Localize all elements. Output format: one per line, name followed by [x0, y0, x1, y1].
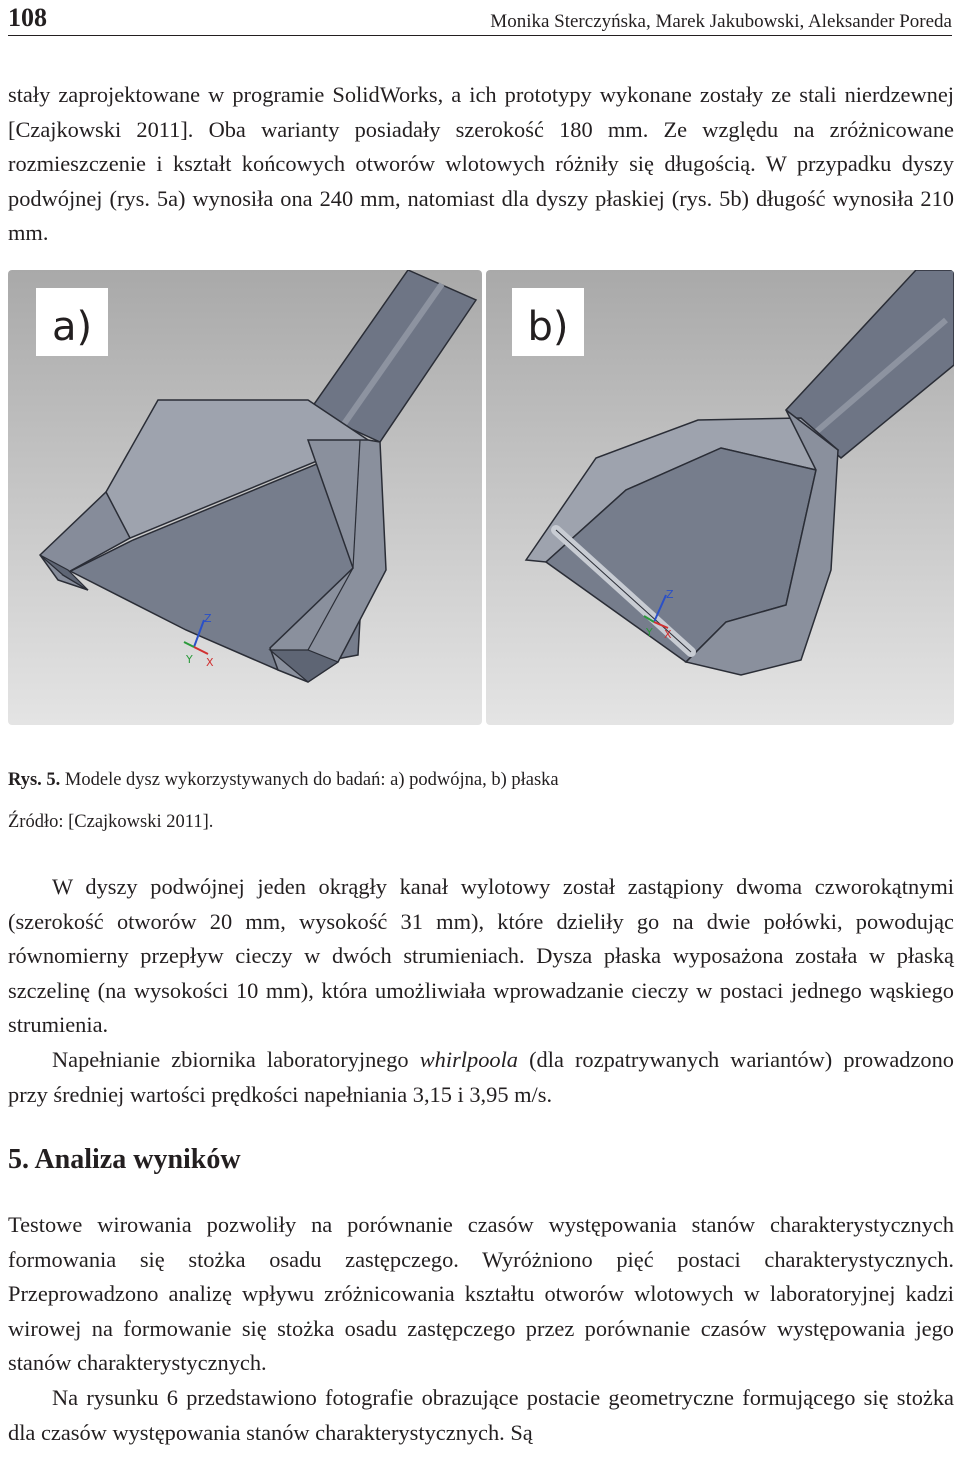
term-whirlpoola: whirlpoola: [419, 1046, 519, 1072]
figure-caption-text: Modele dysz wykorzystywanych do badań: a…: [60, 770, 559, 790]
paragraph-filling: Napełnianie zbiornika laboratoryjnego wh…: [8, 1046, 954, 1107]
paragraph-results-2: Na rysunku 6 przedstawiono fotografie ob…: [8, 1384, 954, 1445]
figure-5: a) Z Y X: [8, 270, 954, 725]
figure-source: Źródło: [Czajkowski 2011].: [8, 812, 214, 832]
page-header: 108 Monika Sterczyńska, Marek Jakubowski…: [8, 0, 952, 36]
panel-a-label-box: [36, 288, 108, 356]
axis-triad-a: Z Y X: [183, 612, 214, 669]
svg-text:X: X: [206, 656, 214, 669]
figure-caption-label: Rys. 5.: [8, 770, 61, 790]
nozzle-flat-drawing: b) Z Y X: [486, 270, 954, 725]
panel-b-label: b): [528, 304, 569, 350]
svg-text:Z: Z: [666, 588, 674, 601]
panel-b-label-box: [512, 288, 584, 356]
intro-paragraph: stały zaprojektowane w programie SolidWo…: [8, 82, 954, 246]
running-head-authors: Monika Sterczyńska, Marek Jakubowski, Al…: [490, 11, 952, 32]
figure-caption: Rys. 5. Modele dysz wykorzystywanych do …: [8, 768, 559, 792]
body-text-nozzles: W dyszy podwójnej jeden okrągły kanał wy…: [8, 870, 954, 1112]
nozzle-double-drawing: a) Z Y X: [8, 270, 482, 725]
svg-text:Z: Z: [204, 612, 212, 625]
figure-panel-a: a) Z Y X: [8, 270, 482, 725]
paragraph-nozzle-description: W dyszy podwójnej jeden okrągły kanał wy…: [8, 874, 954, 1038]
svg-text:Y: Y: [645, 626, 653, 639]
figure-panel-b: b) Z Y X: [486, 270, 954, 725]
body-text-results: Testowe wirowania pozwoliły na porównani…: [8, 1208, 954, 1450]
svg-text:Y: Y: [185, 653, 193, 666]
pipe-highlight: [341, 282, 445, 426]
svg-text:X: X: [664, 628, 672, 641]
paragraph-results-1: Testowe wirowania pozwoliły na porównani…: [8, 1212, 954, 1376]
panel-a-label: a): [52, 304, 92, 350]
nozzle-side-wall-b: [684, 409, 839, 676]
axis-triad-b: Z Y X: [643, 588, 674, 641]
page-number: 108: [8, 3, 47, 32]
section-heading: 5. Analiza wyników: [8, 1144, 241, 1175]
